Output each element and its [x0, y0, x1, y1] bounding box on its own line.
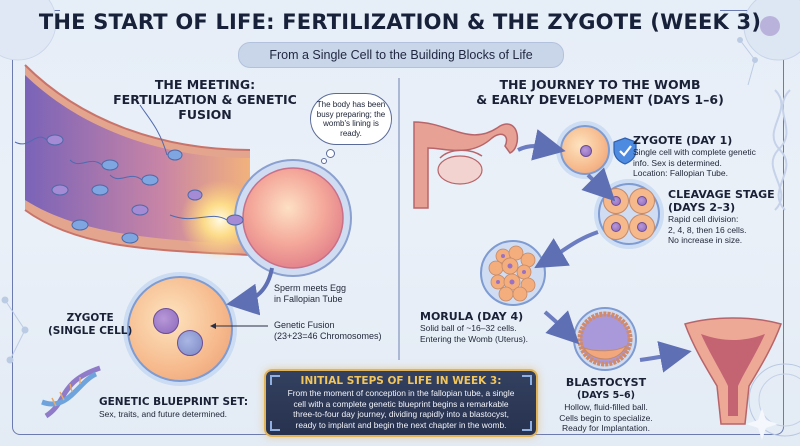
stage-morula: MORULA (DAY 4) Solid ball of ~16–32 cell…	[420, 310, 528, 344]
thought-dot	[321, 158, 327, 164]
blastomere-icon	[629, 188, 655, 214]
blueprint-text: Sex, traits, and future determined.	[99, 409, 228, 419]
stage-blastocyst: BLASTOCYST (DAYS 5–6) Hollow, fluid-fill…	[550, 376, 662, 434]
stage-line: Rapid cell division:	[668, 214, 739, 224]
zygote-label-line1: ZYGOTE	[66, 312, 114, 324]
blastocyst-cell	[573, 307, 637, 371]
info-line: cell with a complete genetic blueprint b…	[293, 398, 509, 409]
pronucleus-icon	[153, 308, 179, 334]
panel-divider	[398, 78, 400, 360]
stage-title: (DAYS 5–6)	[576, 390, 635, 401]
stage-cleavage: CLEAVAGE STAGE (DAYS 2–3) Rapid cell div…	[668, 188, 775, 246]
zygote-single-cell-label: ZYGOTE (SINGLE CELL)	[48, 312, 132, 338]
sperm-meets-egg-line2: in Fallopian Tube	[274, 294, 343, 304]
info-title: INITIAL STEPS OF LIFE IN WEEK 3:	[300, 375, 502, 387]
nucleus-icon	[580, 145, 592, 157]
stage-line: Cells begin to specialize.	[559, 412, 653, 423]
zygote-label-line2: (SINGLE CELL)	[48, 325, 133, 337]
genetic-blueprint-block: GENETIC BLUEPRINT SET: Sex, traits, and …	[99, 396, 248, 420]
stage-line: 2, 4, 8, then 16 cells.	[668, 224, 747, 235]
uterus-illustration	[684, 317, 782, 425]
info-line: ready to implant and begin the next chap…	[295, 419, 507, 430]
frame-gap	[60, 6, 720, 16]
genetic-fusion-line1: Genetic Fusion	[274, 320, 335, 330]
thought-dot	[326, 149, 335, 158]
stage-zygote-day1: ZYGOTE (DAY 1) Single cell with complete…	[633, 134, 756, 179]
pronucleus-icon	[177, 330, 203, 356]
shield-check-icon	[613, 137, 637, 165]
corner-bracket	[270, 421, 280, 431]
corner-bracket	[270, 375, 280, 385]
left-panel-title: THE MEETING: FERTILIZATION & GENETIC FUS…	[100, 77, 310, 122]
right-title-line1: THE JOURNEY TO THE WOMB	[499, 77, 701, 92]
stage-line: No increase in size.	[668, 235, 743, 245]
corner-bracket	[522, 375, 532, 385]
right-title-line2: & EARLY DEVELOPMENT (DAYS 1–6)	[476, 92, 724, 107]
sperm-meets-egg-label: Sperm meets Egg in Fallopian Tube	[274, 283, 346, 305]
fallopian-tube-illustration	[14, 64, 352, 277]
stage-line: Single cell with complete genetic	[633, 147, 756, 157]
blastomere-icon	[629, 214, 655, 240]
thought-bubble: The body has been busy preparing; the wo…	[310, 93, 392, 145]
sperm-meets-egg-line1: Sperm meets Egg	[274, 283, 347, 293]
info-text: From the moment of conception in the fal…	[274, 388, 528, 430]
left-title-line2: FERTILIZATION & GENETIC FUSION	[113, 92, 297, 122]
info-line: From the moment of conception in the fal…	[287, 388, 515, 398]
genetic-fusion-label: Genetic Fusion (23+23=46 Chromosomes)	[274, 320, 382, 342]
fallopian-tube-ovary-illustration	[413, 121, 519, 209]
stage-line: Solid ball of ~16–32 cells.	[420, 323, 517, 333]
stage-title: BLASTOCYST	[565, 376, 647, 389]
stage-title: (DAYS 2–3)	[668, 201, 736, 214]
morula-cell	[480, 240, 546, 306]
info-line: three-to-four day journey, dividing rapi…	[293, 409, 509, 420]
stage-line: Entering the Womb (Uterus).	[420, 333, 529, 344]
stage-line: info. Sex is determined.	[633, 157, 722, 168]
stage-line: Ready for Implantation.	[562, 423, 650, 433]
info-summary-box: INITIAL STEPS OF LIFE IN WEEK 3: From th…	[264, 369, 538, 437]
subtitle-pill: From a Single Cell to the Building Block…	[238, 42, 564, 68]
genetic-fusion-line2: (23+23=46 Chromosomes)	[274, 331, 382, 341]
arrow-icon	[210, 267, 274, 329]
stage-line: Hollow, fluid-filled ball.	[564, 402, 648, 412]
left-title-line1: THE MEETING:	[154, 77, 256, 92]
blueprint-title: GENETIC BLUEPRINT SET:	[99, 396, 249, 408]
zygote-cell	[127, 276, 233, 382]
right-panel-title: THE JOURNEY TO THE WOMB & EARLY DEVELOPM…	[470, 77, 730, 107]
corner-bracket	[522, 421, 532, 431]
zygote-day1-cell	[560, 125, 610, 175]
blastomere-icon	[603, 214, 629, 240]
dna-icon	[41, 365, 101, 419]
stage-line: Location: Fallopian Tube.	[633, 168, 728, 178]
stage-title: ZYGOTE (DAY 1)	[633, 134, 733, 147]
stage-title: CLEAVAGE STAGE	[668, 188, 775, 201]
stage-title: MORULA (DAY 4)	[420, 310, 524, 323]
page-title: THE START OF LIFE: FERTILIZATION & THE Z…	[38, 10, 762, 34]
